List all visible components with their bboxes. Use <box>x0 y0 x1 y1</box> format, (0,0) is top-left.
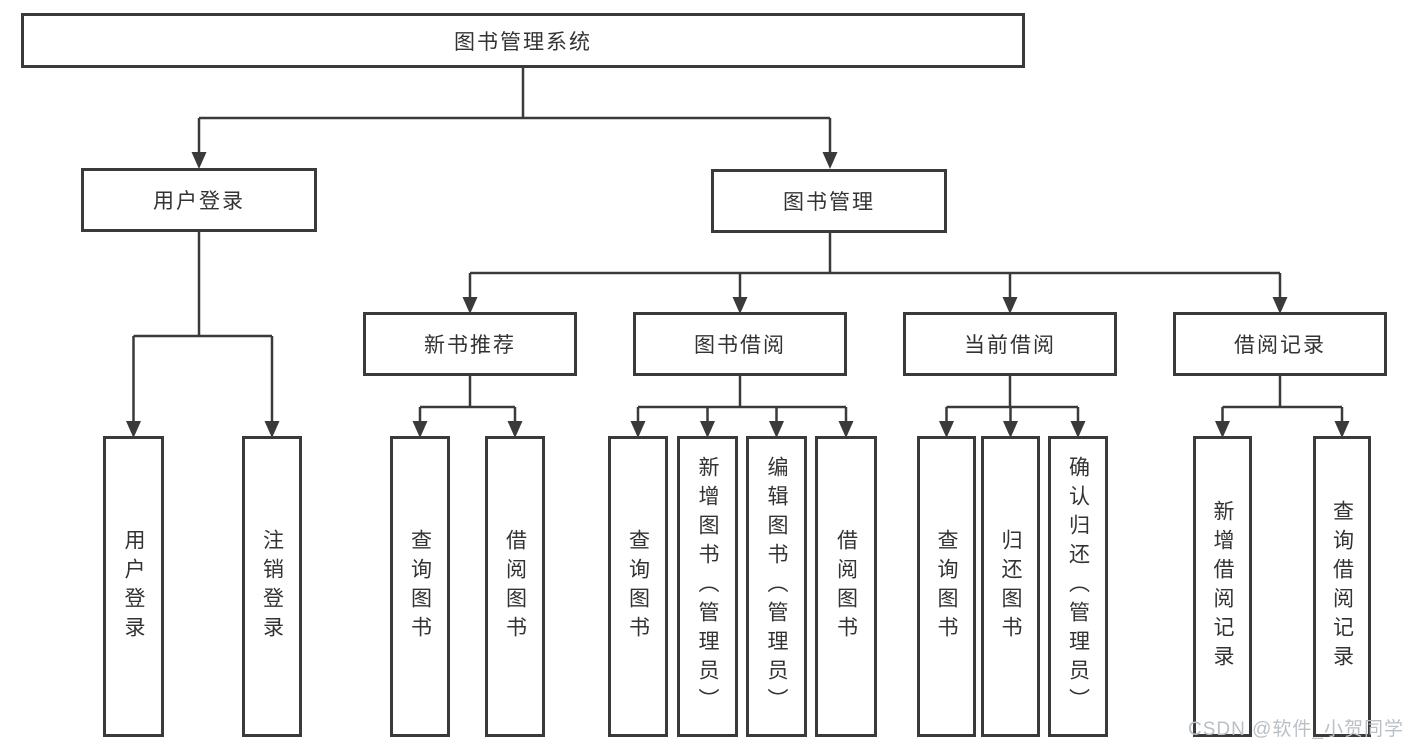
connector-new-book-children <box>418 376 517 422</box>
arrowhead-down <box>822 152 838 169</box>
node-label: 用户登录 <box>153 190 245 213</box>
leaf-label: 新增借阅记录 <box>1211 499 1234 674</box>
leaf-label: 新增图书（管理员） <box>696 456 719 717</box>
node-label: 新书推荐 <box>424 334 516 357</box>
leaf-add-book-admin: 新增图书（管理员） <box>677 436 738 737</box>
node-borrow-records: 借阅记录 <box>1173 312 1387 376</box>
connector-user-login-children <box>132 232 274 422</box>
leaf-label: 查询图书 <box>626 528 650 645</box>
node-new-book-recommend: 新书推荐 <box>363 312 577 376</box>
leaf-query-books-recommend: 查询图书 <box>390 436 450 737</box>
leaf-label: 注销登录 <box>260 528 284 645</box>
leaf-label: 查询图书 <box>935 528 958 645</box>
leaf-edit-book-admin: 编辑图书（管理员） <box>746 436 807 737</box>
leaf-query-books-borrow: 查询图书 <box>608 436 668 737</box>
leaf-add-borrow-record: 新增借阅记录 <box>1193 436 1252 737</box>
leaf-user-login: 用户登录 <box>103 436 164 737</box>
node-label: 图书借阅 <box>694 334 786 357</box>
node-book-management: 图书管理 <box>711 169 947 233</box>
leaf-borrow-books: 借阅图书 <box>815 436 877 737</box>
leaf-label: 编辑图书（管理员） <box>765 456 788 717</box>
csdn-watermark: CSDN @软件_小贺同学 <box>1188 719 1404 740</box>
leaf-label: 用户登录 <box>122 528 145 645</box>
leaf-return-books: 归还图书 <box>981 436 1040 737</box>
leaf-logout: 注销登录 <box>242 436 302 737</box>
node-label: 借阅记录 <box>1234 334 1326 357</box>
arrowhead-down <box>191 152 207 169</box>
leaf-label: 借阅图书 <box>503 528 527 645</box>
node-book-borrow: 图书借阅 <box>633 312 847 376</box>
node-current-borrow: 当前借阅 <box>903 312 1117 376</box>
node-library-management-system: 图书管理系统 <box>21 13 1025 68</box>
connector-current-borrow-children <box>945 376 1080 422</box>
leaf-query-books-current: 查询图书 <box>917 436 976 737</box>
node-label: 图书管理系统 <box>454 30 592 54</box>
leaf-label: 确认归还（管理员） <box>1066 456 1090 717</box>
node-label: 当前借阅 <box>964 334 1056 357</box>
connector-book-management-children <box>468 233 1282 298</box>
leaf-confirm-return-admin: 确认归还（管理员） <box>1048 436 1108 737</box>
connector-book-borrow-children <box>636 376 848 422</box>
leaf-query-borrow-record: 查询借阅记录 <box>1313 436 1371 737</box>
leaf-label: 查询借阅记录 <box>1330 499 1354 674</box>
leaf-borrow-books-recommend: 借阅图书 <box>485 436 545 737</box>
leaf-label: 借阅图书 <box>834 528 858 645</box>
node-user-login: 用户登录 <box>81 168 317 232</box>
node-label: 图书管理 <box>783 191 875 214</box>
leaf-label: 查询图书 <box>408 528 432 645</box>
leaf-label: 归还图书 <box>999 528 1022 645</box>
connector-borrow-records-children <box>1221 376 1344 422</box>
connector-root-to-level2 <box>197 68 832 153</box>
